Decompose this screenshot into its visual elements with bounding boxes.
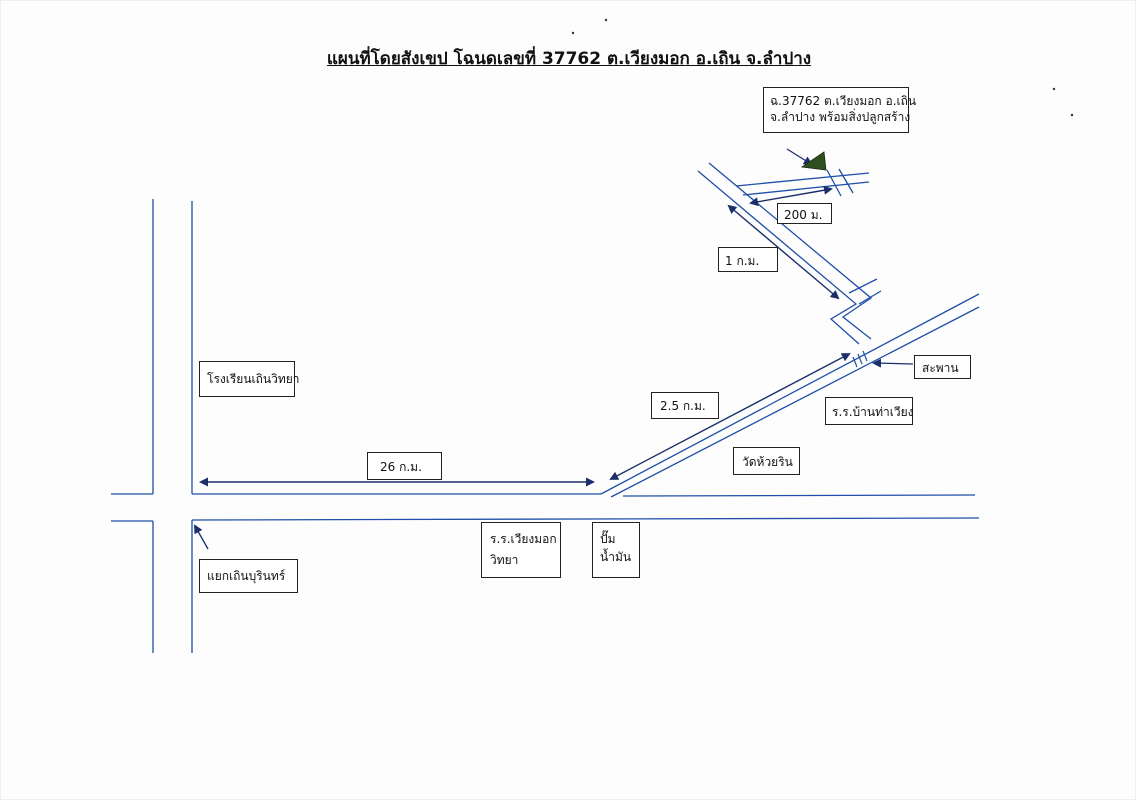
arrow-1km: [727, 204, 840, 300]
pointer-arrows: [194, 148, 914, 550]
scan-specks: [571, 18, 1074, 117]
speck-3: [1052, 87, 1056, 91]
school-wiang-mok-line-1: ร.ร.เวียงมอก: [490, 532, 557, 546]
parcel-line-1: ฉ.37762 ต.เวียงมอก อ.เถิน: [770, 94, 917, 108]
distance-1km-box: 1 ก.ม.: [718, 247, 778, 272]
speck-1: [571, 31, 575, 35]
bridge-mark-3: [862, 350, 868, 362]
school-tha-wiang-label: ร.ร.บ้านท่าเวียง: [832, 405, 914, 419]
bridge-box: สะพาน: [914, 355, 971, 379]
pointer-junction: [194, 524, 209, 550]
junction-label: แยกเถินบุรินทร์: [207, 569, 286, 583]
arrow-200m: [749, 185, 833, 207]
pointer-bridge: [872, 358, 914, 368]
school-thoen-box: โรงเรียนเถินวิทยา: [199, 361, 300, 397]
speck-4: [1070, 113, 1074, 117]
bridge-label: สะพาน: [922, 361, 959, 375]
school-wiang-mok-line-2: วิทยา: [490, 553, 519, 568]
main-highway: [111, 493, 980, 522]
school-thoen-label: โรงเรียนเถินวิทยา: [207, 372, 300, 386]
wat-huai-rin-box: วัดห้วยริน: [733, 447, 800, 475]
school-tha-wiang-box: ร.ร.บ้านท่าเวียง: [825, 397, 913, 425]
parcel-lane-cross-1: [826, 169, 842, 197]
parcel-line-2: จ.ลำปาง พร้อมสิ่งปลูกสร้าง: [770, 110, 911, 125]
school-wiang-mok-box: ร.ร.เวียงมอก วิทยา: [481, 522, 561, 578]
distance-200m-label: 200 ม.: [784, 208, 823, 222]
arrow-2-5km: [609, 353, 851, 480]
speck-2: [604, 18, 608, 22]
vertical-road: [152, 199, 193, 653]
bridge-mark-2: [857, 353, 863, 365]
parcel-lane-edge-1: [735, 172, 870, 187]
distance-200m-box: 200 ม.: [777, 203, 832, 224]
gas-station-line-1: ปั๊ม: [600, 532, 616, 546]
triangle-marker-icon: [800, 151, 827, 171]
pointer-parcel: [786, 148, 813, 166]
distance-26km-box: 26 ก.ม.: [367, 452, 442, 480]
wat-huai-rin-label: วัดห้วยริน: [742, 455, 793, 469]
side-road-cross-1: [848, 278, 878, 294]
parcel-box: ฉ.37762 ต.เวียงมอก อ.เถิน จ.ลำปาง พร้อมส…: [763, 87, 917, 133]
side-road-cross-2: [858, 290, 882, 305]
distance-26km-label: 26 ก.ม.: [380, 460, 422, 474]
gas-station-box: ปั๊ม น้ำมัน: [592, 522, 640, 578]
distance-1km-label: 1 ก.ม.: [725, 254, 760, 268]
junction-box: แยกเถินบุรินทร์: [199, 559, 298, 593]
distance-arrows: [199, 185, 851, 487]
parcel-lane: [735, 168, 870, 197]
bridge-mark-1: [852, 356, 858, 368]
junction-road-edge: [622, 494, 976, 497]
main-highway-south-edge: [191, 517, 980, 521]
map-title: แผนที่โดยสังเขป โฉนดเลขที่ 37762 ต.เวียง…: [326, 49, 812, 69]
bridge-marks: [852, 350, 868, 368]
gas-station-line-2: น้ำมัน: [600, 550, 632, 565]
distance-2-5km-box: 2.5 ก.ม.: [651, 392, 719, 419]
distance-2-5km-label: 2.5 ก.ม.: [660, 399, 706, 413]
parcel-lane-cross-2: [838, 168, 854, 194]
